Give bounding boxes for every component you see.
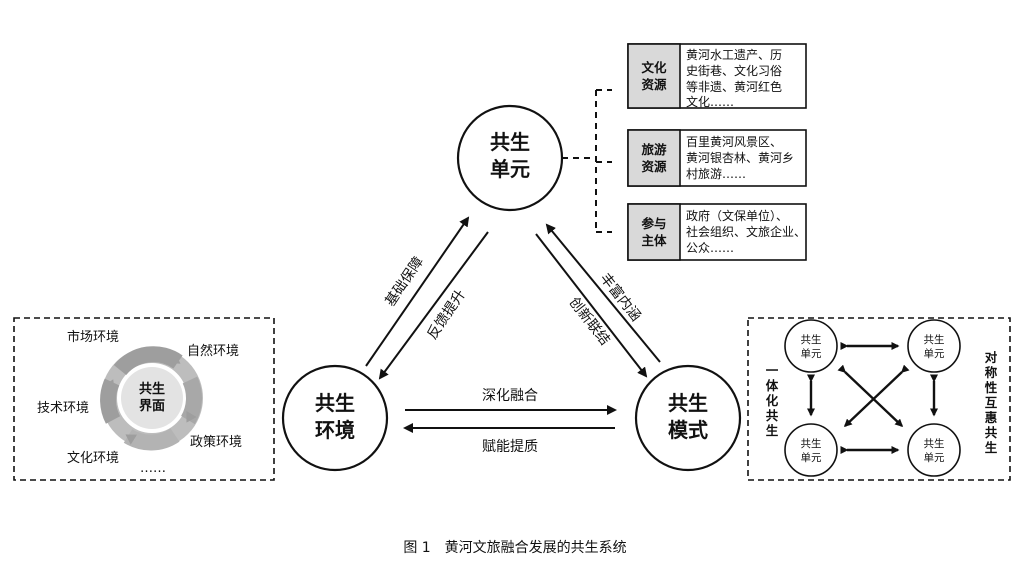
unit-line-1: 共生 [490, 130, 530, 154]
mini-unit-tl-2: 单元 [801, 348, 822, 360]
culture-text-3: 等非遗、黄河红色 [686, 79, 782, 94]
culture-text-2: 史街巷、文化习俗 [686, 63, 782, 78]
left-char-1: 一 [766, 363, 779, 378]
mini-unit-tr-2: 单元 [924, 348, 945, 360]
tourism-label-1: 旅游 [640, 142, 667, 157]
environment-line-1: 共生 [315, 391, 355, 415]
mini-arrows [807, 342, 938, 454]
label-feedback-improve: 反馈提升 [424, 287, 469, 342]
left-char-2: 体 [766, 378, 779, 393]
mini-unit-tl-1: 共生 [801, 333, 822, 346]
culture-label-2: 资源 [641, 77, 667, 92]
label-basic-guarantee: 基础保障 [382, 254, 427, 310]
mini-unit-top-left: 共生 单元 [784, 319, 838, 373]
label-deepen-integration: 深化融合 [482, 388, 538, 404]
arrow-mode-to-unit [545, 223, 661, 363]
right-char-3: 性 [984, 380, 998, 395]
mini-unit-tr-1: 共生 [924, 333, 945, 346]
node-symbiosis-environment: 共生 环境 [281, 364, 389, 472]
tourism-text-1: 百里黄河风景区、 [686, 135, 782, 149]
technology-environment: 技术环境 [37, 401, 89, 416]
symmetric-mutualism-label: 对 称 性 互 惠 共 生 [984, 350, 998, 455]
mini-unit-bottom-left: 共生 单元 [784, 423, 838, 477]
unit-line-2: 单元 [490, 157, 530, 181]
left-char-5: 生 [766, 423, 779, 438]
node-symbiosis-unit: 共生 单元 [456, 104, 564, 212]
resource-bracket [562, 89, 612, 233]
symbiosis-interface-cycle: 共生 界面 [100, 346, 203, 451]
tourism-text-3: 村旅游…… [686, 167, 746, 181]
resource-box-culture: 文化 资源 黄河水工遗产、历 史街巷、文化习俗 等非遗、黄河红色 文化…… [627, 43, 807, 109]
culture-label-1: 文化 [641, 60, 667, 75]
natural-environment: 自然环境 [187, 343, 239, 359]
interface-line-1: 共生 [139, 381, 165, 397]
policy-environment: 政策环境 [190, 434, 242, 450]
environment-line-2: 环境 [315, 418, 355, 442]
figure-caption: 图 1 黄河文旅融合发展的共生系统 [403, 539, 626, 556]
node-symbiosis-mode: 共生 模式 [634, 364, 742, 472]
interface-line-2: 界面 [139, 398, 165, 414]
mini-unit-bl-1: 共生 [801, 437, 822, 450]
market-environment: 市场环境 [67, 329, 119, 345]
mode-line-1: 共生 [668, 391, 708, 415]
cultural-environment: 文化环境 [67, 451, 119, 466]
tourism-text-2: 黄河银杏林、黄河乡 [686, 151, 794, 165]
culture-text-4: 文化…… [686, 94, 734, 109]
participants-text-3: 公众…… [686, 241, 734, 255]
mini-unit-bl-2: 单元 [801, 452, 822, 464]
mini-unit-bottom-right: 共生 单元 [907, 423, 961, 477]
left-char-3: 化 [766, 393, 779, 408]
participants-text-1: 政府（文保单位）、 [686, 208, 788, 223]
resource-box-tourism: 旅游 资源 百里黄河风景区、 黄河银杏林、黄河乡 村旅游…… [627, 129, 807, 187]
participants-text-2: 社会组织、文旅企业、 [686, 224, 806, 239]
more-ellipsis: …… [140, 461, 166, 476]
label-empower-quality: 赋能提质 [482, 439, 538, 455]
integrated-symbiosis-label: 一 体 化 共 生 [766, 363, 779, 438]
arrow-environment-to-unit [365, 216, 470, 367]
right-char-6: 共 [985, 425, 998, 440]
left-char-4: 共 [766, 408, 779, 423]
mode-line-2: 模式 [668, 418, 708, 442]
right-char-1: 对 [985, 350, 998, 365]
arrow-unit-to-environment [378, 231, 489, 380]
participants-label-1: 参与 [641, 216, 666, 231]
label-enrich-connotation: 丰富内涵 [597, 270, 645, 325]
mini-unit-br-1: 共生 [924, 437, 945, 450]
mini-unit-top-right: 共生 单元 [907, 319, 961, 373]
culture-text-1: 黄河水工遗产、历 [686, 48, 782, 62]
participants-label-2: 主体 [641, 233, 667, 248]
arrow-unit-to-mode [535, 233, 648, 378]
right-char-2: 称 [985, 365, 998, 380]
mode-panel: 共生 单元 共生 单元 共生 单元 共生 单元 一 体 [747, 317, 1011, 481]
tourism-label-2: 资源 [641, 159, 667, 174]
right-char-5: 惠 [985, 410, 998, 425]
environment-panel: 共生 界面 市场环境 自然环境 技术环境 政策环境 文化环境 …… [13, 317, 275, 481]
right-char-7: 生 [985, 440, 998, 455]
mini-unit-br-2: 单元 [924, 452, 945, 464]
right-char-4: 互 [985, 395, 998, 410]
resource-box-participants: 参与 主体 政府（文保单位）、 社会组织、文旅企业、 公众…… [627, 203, 807, 261]
